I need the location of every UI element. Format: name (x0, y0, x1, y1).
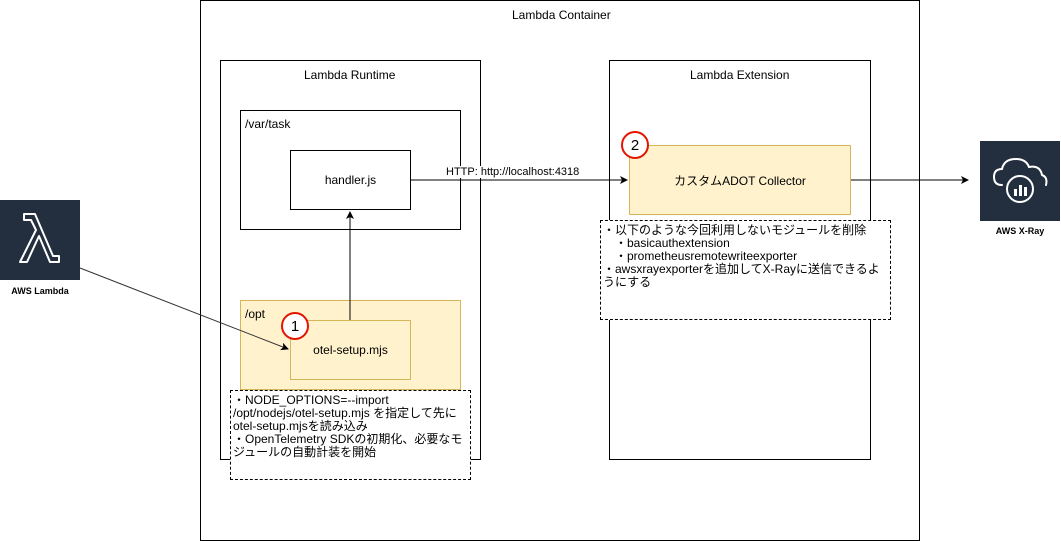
lambda-extension-title: Lambda Extension (690, 68, 790, 82)
note-line: ・NODE_OPTIONS=--import (233, 393, 389, 407)
lambda-runtime-title: Lambda Runtime (304, 68, 396, 82)
handler-js-label: handler.js (324, 173, 377, 187)
otel-setup-node: otel-setup.mjs (290, 320, 411, 380)
opt-title: /opt (245, 307, 266, 321)
edge-label-http: HTTP: http://localhost:4318 (446, 166, 580, 178)
adot-collector-label: カスタムADOT Collector (674, 173, 806, 188)
edge-lambda-to-otel (79, 267, 289, 351)
note-line: ・OpenTelemetry SDKの初期化、必要なモ (233, 432, 463, 446)
note-line: ・prometheusremotewriteexporter (603, 249, 798, 263)
step-badge-2: 2 (621, 131, 649, 159)
note-line: ・以下のような今回利用しないモジュールを削除 (603, 223, 867, 237)
note-collector: ・以下のような今回利用しないモジュールを削除 ・basicauthextensi… (600, 220, 891, 320)
aws-lambda-label: AWS Lambda (11, 286, 69, 296)
adot-collector-node: カスタムADOT Collector (629, 145, 851, 215)
otel-setup-label: otel-setup.mjs (313, 343, 388, 357)
note-line: ジュールの自動計装を開始 (233, 445, 377, 459)
note-otel-setup: ・NODE_OPTIONS=--import /opt/nodejs/otel-… (230, 390, 471, 480)
note-line: うにする (603, 275, 652, 289)
handler-js-node: handler.js (290, 150, 411, 210)
step-badge-1: 1 (281, 312, 309, 340)
aws-lambda-icon (0, 200, 80, 280)
aws-xray-label: AWS X-Ray (995, 226, 1045, 236)
aws-xray-icon (980, 141, 1060, 221)
note-line: ・awsxrayexporterを追加してX-Rayに送信できるよ (603, 262, 880, 276)
var-task-title: /var/task (245, 117, 291, 131)
lambda-container-title: Lambda Container (512, 8, 611, 22)
note-line: ・basicauthextension (603, 236, 730, 250)
note-line: otel-setup.mjsを読み込み (233, 419, 368, 433)
note-line: /opt/nodejs/otel-setup.mjs を指定して先に (233, 406, 457, 420)
